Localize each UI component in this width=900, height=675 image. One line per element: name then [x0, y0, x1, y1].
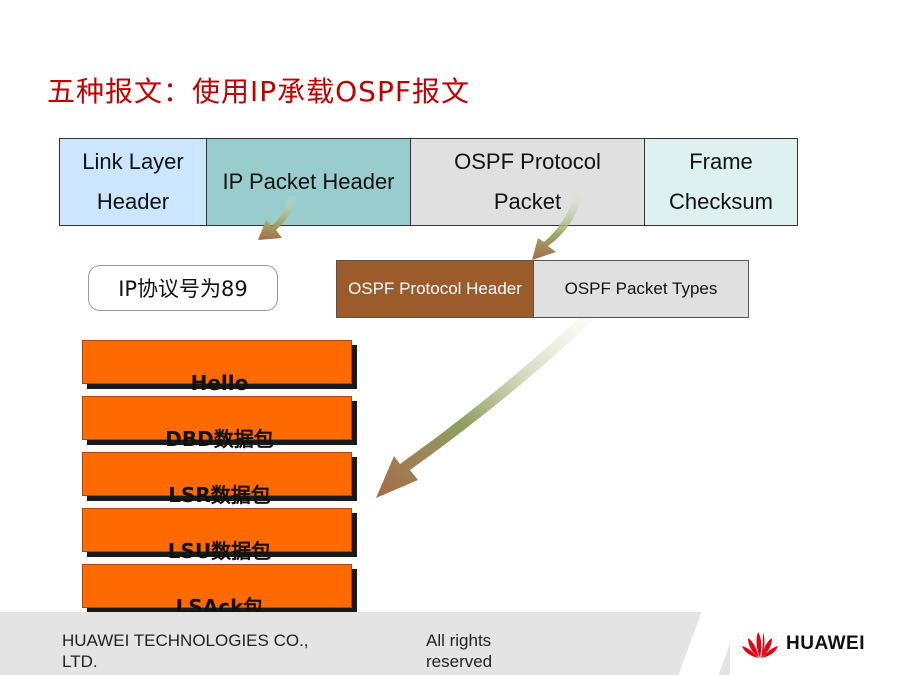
footer-rights: All rights reserved [426, 630, 492, 672]
packet-type-item: DBD数据包 [82, 396, 357, 451]
packet-type-item: LSU数据包 [82, 508, 357, 563]
ip-protocol-note: IP协议号为89 [88, 265, 278, 311]
packet-type-item: Hello [82, 340, 357, 395]
segment-label: Header [96, 189, 170, 214]
segment-label: Link Layer [82, 149, 184, 174]
huawei-petal-logo-icon [742, 632, 778, 658]
footer-rights-line: reserved [426, 652, 493, 671]
arrow-ospf-packet-to-ospf-bar [532, 196, 582, 260]
packet-type-item: LSAck包 [82, 564, 357, 619]
segment-label: Checksum [669, 189, 773, 214]
segment-label: Packet [493, 189, 562, 214]
packet-type-label: LSU数据包 [167, 539, 272, 563]
packet-type-label: DBD数据包 [165, 427, 274, 451]
segment-label: IP Packet Header [222, 169, 395, 194]
footer-company-line: LTD. [62, 652, 98, 671]
huawei-logo-text: HUAWEI [786, 633, 865, 654]
ospf-packet-types-cell: OSPF Packet Types [534, 261, 748, 317]
arrow-ip-header-to-protocol-note [258, 196, 296, 240]
packet-type-item: LSR数据包 [82, 452, 357, 507]
footer-company-line: HUAWEI TECHNOLOGIES CO., [62, 631, 309, 650]
footer-company: HUAWEI TECHNOLOGIES CO., LTD. [62, 630, 309, 672]
packet-type-label: Hello [190, 371, 249, 395]
packet-type-label: LSR数据包 [168, 483, 271, 507]
arrow-packet-types-to-list [376, 312, 596, 498]
ospf-protocol-header-cell: OSPF Protocol Header [337, 261, 534, 317]
segment-label: Frame [689, 149, 753, 174]
segment-label: OSPF Protocol [454, 149, 601, 174]
packet-type-list: Hello DBD数据包 LSR数据包 LSU数据包 LSAck包 [82, 340, 357, 620]
ospf-packet-bar: OSPF Protocol Header OSPF Packet Types [336, 260, 749, 318]
huawei-logo: HUAWEI [740, 628, 865, 660]
frame-segment-ip-packet-header: IP Packet Header [207, 139, 411, 225]
slide-title: 五种报文：使用IP承载OSPF报文 [47, 75, 470, 108]
footer-rights-line: All rights [426, 631, 492, 650]
slide-footer [0, 612, 900, 675]
